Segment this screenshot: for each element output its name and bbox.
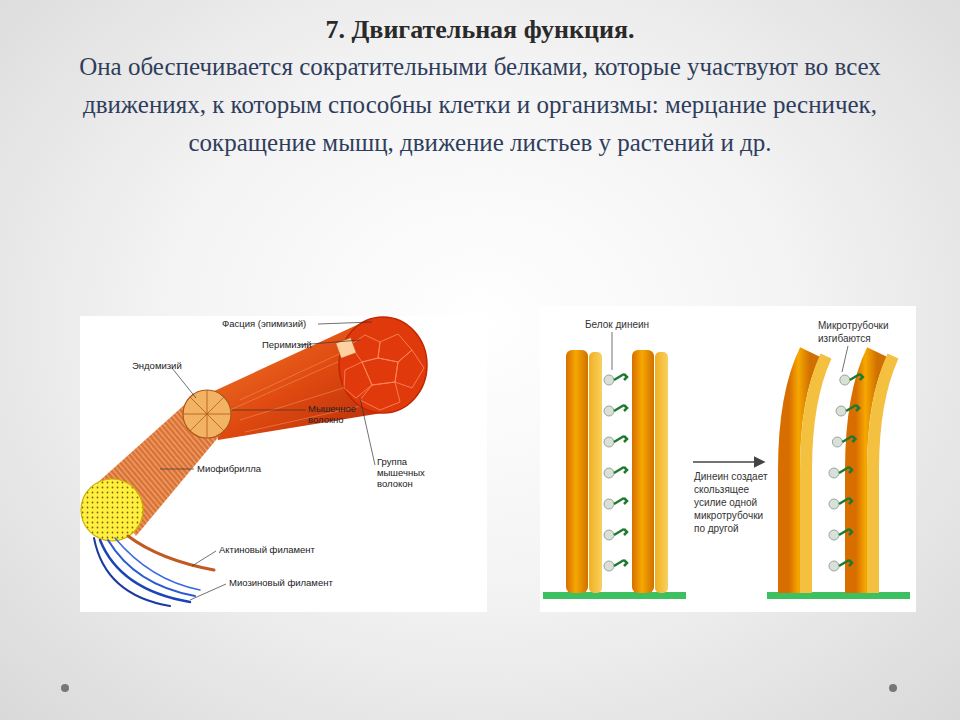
dynein-arm — [614, 405, 627, 411]
dynein-head — [829, 561, 839, 571]
dynein-head — [829, 499, 839, 509]
dynein-arm — [842, 436, 855, 442]
dynein-head — [604, 406, 614, 416]
microtubules-straight — [566, 350, 668, 593]
slide-title: 7. Двигательная функция. — [40, 14, 920, 46]
panel — [540, 306, 916, 612]
transition-arrow — [693, 461, 764, 463]
part-label: Белок динеин — [585, 318, 665, 331]
dynein-head — [604, 437, 614, 447]
dynein-molecules — [829, 374, 863, 571]
dynein-arm — [839, 529, 852, 535]
part-label: Эндомизий — [132, 360, 202, 371]
myofibril-cross-section — [81, 479, 143, 541]
dynein-arm — [846, 405, 859, 411]
leader-lines — [160, 322, 375, 600]
leader-lines — [612, 332, 848, 372]
dynein-head — [829, 468, 839, 478]
dynein-head — [832, 437, 842, 447]
note-text: Динеин создает скользящее усилие одной м… — [694, 470, 772, 535]
part-label: Перимизий — [262, 339, 332, 350]
part-label: Миозиновый филамент — [229, 577, 349, 588]
part-label: Микротрубочки изгибаются — [818, 319, 910, 345]
dynein-head — [604, 375, 614, 385]
dynein-arm — [839, 467, 852, 473]
dynein-arm — [614, 529, 627, 535]
dynein-head — [604, 499, 614, 509]
dynein-molecules — [604, 374, 627, 571]
dynein-arm — [839, 498, 852, 504]
dynein-arm — [614, 436, 627, 442]
part-label: Миофибрилла — [197, 463, 277, 474]
dynein-head — [836, 406, 846, 416]
dynein-head — [840, 375, 850, 385]
part-label: Группа мышечных волокон — [377, 456, 435, 489]
body-text: Она обеспечивается сократительными белка… — [55, 48, 905, 162]
dynein-arm — [850, 374, 863, 380]
dynein-head — [604, 561, 614, 571]
filaments — [94, 536, 214, 606]
muscle-cross-section — [339, 317, 427, 413]
panel — [80, 316, 487, 612]
part-label: Мышечное волокно — [308, 403, 368, 425]
dynein-arm — [839, 560, 852, 566]
dynein-head — [604, 468, 614, 478]
microtubules-bent — [789, 352, 893, 593]
dynein-head — [829, 530, 839, 540]
part-label: Актиновый филамент — [219, 544, 329, 555]
dynein-arm — [614, 498, 627, 504]
dynein-head — [604, 530, 614, 540]
part-label: Фасция (эпимизий) — [222, 318, 322, 329]
fascicle-cross-section — [183, 390, 231, 438]
dynein-arm — [614, 467, 627, 473]
dynein-arm — [614, 560, 627, 566]
dynein-arm — [614, 374, 627, 380]
